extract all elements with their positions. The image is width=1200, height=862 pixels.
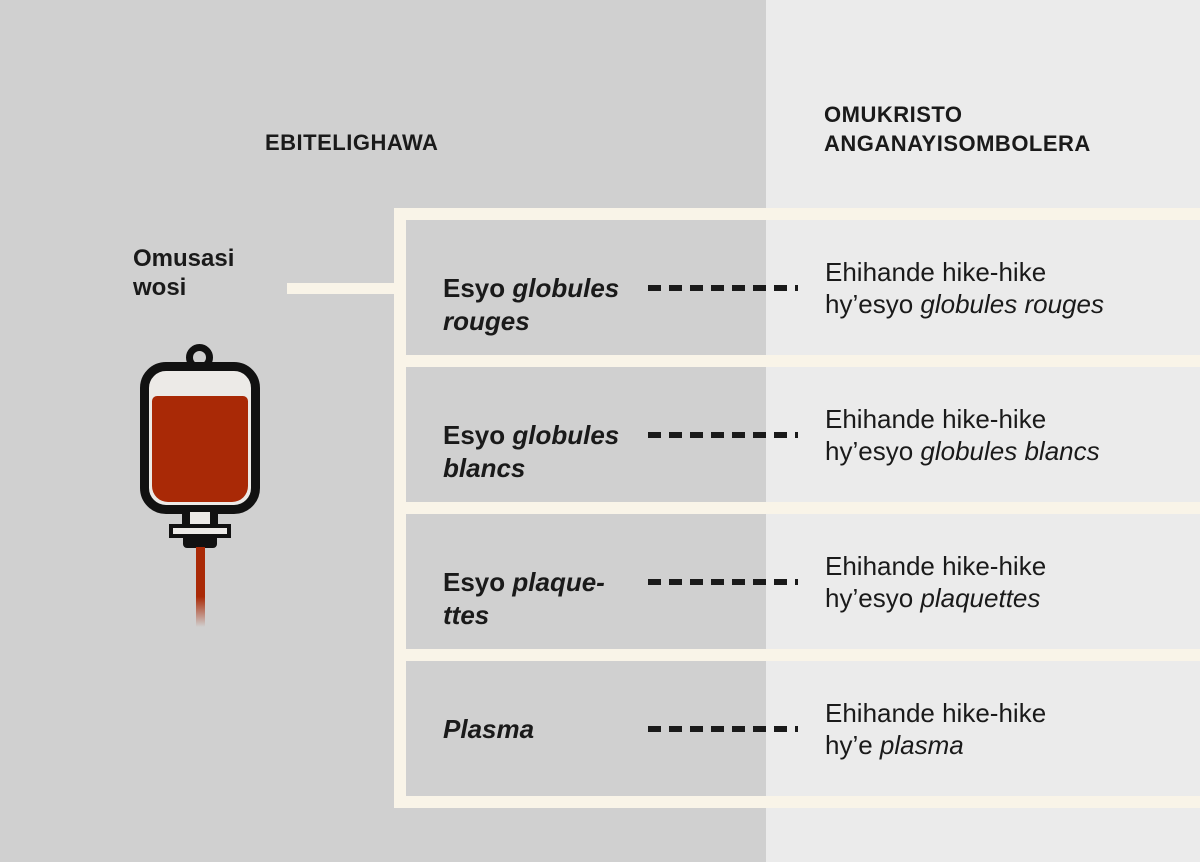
description-line2-italic: plaquettes [920, 582, 1041, 613]
components-table: Esyo globules rouges Ehihande hike-hike … [394, 208, 1200, 808]
component-description: Ehihande hike-hike hy’esyo plaquettes [825, 550, 1185, 614]
description-line2-italic: globules rouges [920, 288, 1104, 319]
bag-port-nut [183, 537, 217, 548]
component-name-regular: Esyo [443, 272, 513, 303]
component-name-italic-line2: blancs [443, 452, 526, 483]
bag-tube [196, 547, 205, 627]
dashed-connector [648, 578, 798, 585]
component-description: Ehihande hike-hike hy’e plasma [825, 697, 1185, 761]
blood-fill [152, 396, 248, 502]
table-row-red-cells: Esyo globules rouges Ehihande hike-hike … [406, 208, 1200, 355]
component-name-italic: globules [512, 419, 620, 450]
description-line2-regular: hy’e [825, 729, 880, 760]
description-line1: Ehihande hike-hike [825, 697, 1047, 728]
blood-bag-icon [140, 344, 260, 629]
component-description: Ehihande hike-hike hy’esyo globules blan… [825, 403, 1185, 467]
component-name: Esyo globules rouges [443, 272, 653, 338]
whole-blood-label: Omusasi wosi [133, 245, 235, 301]
component-name: Plasma [443, 713, 653, 746]
connector-line [287, 283, 406, 294]
bag-port-flange [169, 524, 231, 538]
bag-body [140, 362, 260, 514]
bag-neck [182, 512, 218, 526]
description-line2-italic: plasma [879, 729, 964, 760]
table-row-plasma: Plasma Ehihande hike-hike hy’e plasma [406, 649, 1200, 796]
component-name-italic-line2: rouges [443, 305, 530, 336]
component-name-italic-line2: ttes [443, 599, 490, 630]
component-name-regular: Esyo [443, 566, 513, 597]
component-description: Ehihande hike-hike hy’esyo globules roug… [825, 256, 1185, 320]
column-header-components: EBITELIGHAWA [265, 130, 439, 155]
dashed-connector [648, 725, 798, 732]
component-name: Esyo plaque- ttes [443, 566, 653, 632]
description-line1: Ehihande hike-hike [825, 403, 1047, 434]
description-line1: Ehihande hike-hike [825, 550, 1047, 581]
table-row-white-cells: Esyo globules blancs Ehihande hike-hike … [406, 355, 1200, 502]
description-line1: Ehihande hike-hike [825, 256, 1047, 287]
left-panel-background [0, 0, 766, 862]
component-name-italic: Plasma [443, 713, 535, 744]
description-line2-regular: hy’esyo [825, 435, 921, 466]
dashed-connector [648, 284, 798, 291]
component-name: Esyo globules blancs [443, 419, 653, 485]
description-line2-regular: hy’esyo [825, 288, 921, 319]
description-line2-regular: hy’esyo [825, 582, 921, 613]
right-panel-background [766, 0, 1200, 862]
dashed-connector [648, 431, 798, 438]
component-name-regular: Esyo [443, 419, 513, 450]
table-row-platelets: Esyo plaque- ttes Ehihande hike-hike hy’… [406, 502, 1200, 649]
description-line2-italic: globules blancs [920, 435, 1100, 466]
component-name-italic: plaque- [512, 566, 605, 597]
component-name-italic: globules [512, 272, 620, 303]
column-header-recipient: OMUKRISTO ANGANAYISOMBOLERA [824, 102, 1091, 156]
